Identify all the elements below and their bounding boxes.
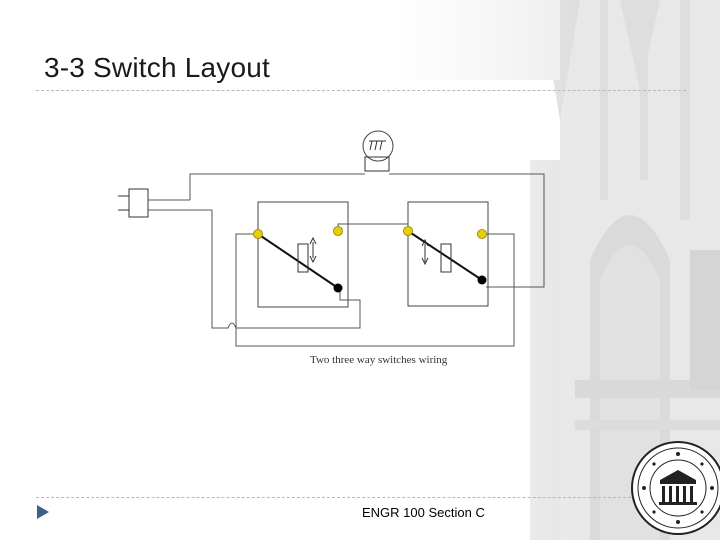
brass-terminal [253,229,263,239]
brass-terminal [333,226,343,236]
power-plug-icon [118,188,212,218]
switch-box-1 [257,201,349,308]
triangle-bullet-icon [37,505,49,519]
title-divider [36,90,686,91]
diagram-caption: Two three way switches wiring [310,354,448,366]
footer-text: ENGR 100 Section C [362,505,485,520]
footer-divider [36,497,636,498]
switch-box-2 [407,201,489,307]
slide-title: 3-3 Switch Layout [44,52,270,83]
common-terminal [477,275,487,285]
brass-terminal [403,226,413,236]
common-terminal [333,283,343,293]
light-bulb-icon [362,130,394,172]
brass-terminal [477,229,487,239]
university-seal-icon [631,441,720,535]
